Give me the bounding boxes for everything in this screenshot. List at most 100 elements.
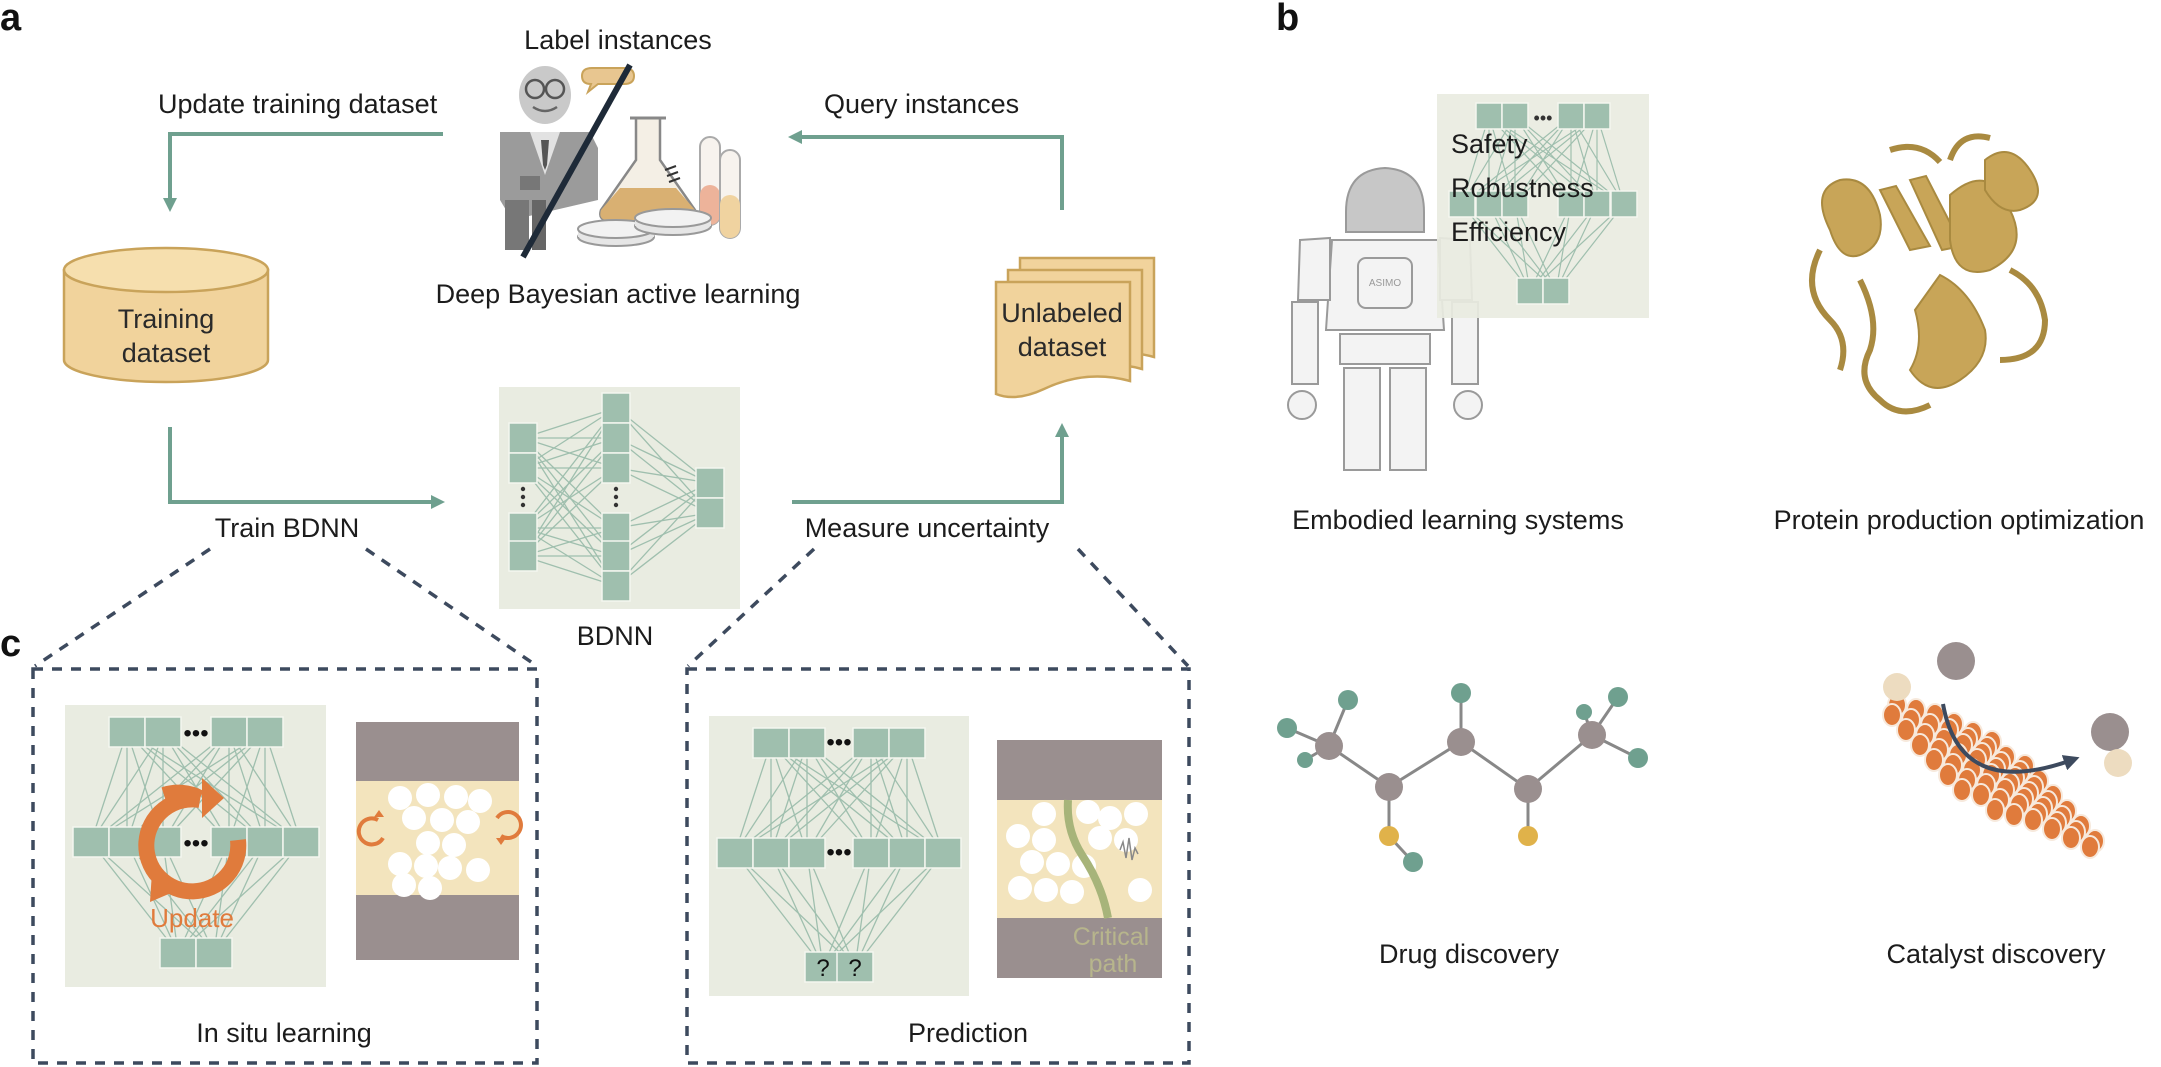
petri-dish-icon bbox=[577, 208, 712, 247]
insitu-node bbox=[282, 826, 320, 858]
bdnn-node bbox=[508, 540, 538, 572]
lattice-atom bbox=[1896, 718, 1916, 742]
train-bdnn-text: Train BDNN bbox=[215, 513, 360, 543]
lattice-atom bbox=[1924, 748, 1944, 772]
bdnn-label: BDNN bbox=[577, 621, 654, 651]
pred-node bbox=[852, 727, 890, 759]
zoom-lines bbox=[34, 547, 1190, 668]
measure-uncertainty-arrow bbox=[792, 423, 1069, 504]
emb-node bbox=[1557, 102, 1585, 130]
emb-node bbox=[1610, 190, 1638, 218]
bdnn-node bbox=[508, 512, 538, 544]
robot-icon: ASIMO bbox=[1287, 166, 1483, 471]
insitu-node bbox=[108, 716, 146, 748]
particle bbox=[1008, 876, 1032, 900]
update-training-dataset-text: Update training dataset bbox=[158, 89, 438, 119]
particle bbox=[1006, 824, 1030, 848]
insitu-node bbox=[195, 937, 233, 969]
bdnn-node bbox=[601, 452, 631, 484]
particle bbox=[402, 806, 426, 830]
train-bdnn-arrow bbox=[168, 427, 445, 509]
bdnn-node bbox=[508, 452, 538, 484]
robot-badge: ASIMO bbox=[1369, 278, 1401, 289]
ellipsis-top: ••• bbox=[183, 720, 208, 747]
particle bbox=[418, 876, 442, 900]
emb-node bbox=[1501, 190, 1529, 218]
update-cycle-icon bbox=[138, 778, 247, 902]
particle bbox=[456, 810, 480, 834]
query-instances-arrow bbox=[788, 130, 1064, 210]
particle bbox=[442, 833, 466, 857]
prediction-text: Prediction bbox=[908, 1018, 1028, 1048]
panel-c: ••• ••• Update In situ learning bbox=[31, 667, 1191, 1065]
bdnn-node bbox=[695, 467, 725, 499]
in-situ-material bbox=[356, 722, 523, 960]
insitu-node bbox=[159, 937, 197, 969]
particle bbox=[444, 785, 468, 809]
bdnn-node bbox=[601, 540, 631, 572]
particle bbox=[1020, 850, 1044, 874]
lattice-atom bbox=[1952, 778, 1972, 802]
bdnn-node bbox=[508, 422, 538, 454]
lattice-atom bbox=[1910, 733, 1930, 757]
emb-node bbox=[1583, 102, 1611, 130]
trait-efficiency: Efficiency bbox=[1451, 217, 1567, 247]
lattice-atom bbox=[1938, 763, 1958, 787]
lattice-atom bbox=[2004, 803, 2024, 827]
insitu-node bbox=[246, 826, 284, 858]
pred-node bbox=[752, 837, 790, 869]
bdnn-node bbox=[601, 512, 631, 544]
panel-label-b: b bbox=[1276, 0, 1299, 39]
prediction-network: ••• ••• ?? bbox=[709, 716, 969, 996]
output-question-2: ? bbox=[848, 955, 861, 982]
critical-path-line bbox=[1063, 799, 1112, 919]
training-dataset-line1: Training bbox=[118, 304, 215, 334]
pred-ellipsis-mid: ••• bbox=[826, 839, 851, 866]
particle bbox=[466, 858, 490, 882]
particle bbox=[416, 783, 440, 807]
pred-node bbox=[888, 837, 926, 869]
unlabeled-dataset-line1: Unlabeled bbox=[1001, 298, 1123, 328]
protein-ribbon-icon bbox=[1809, 133, 2049, 415]
catalyst-lattice-icon bbox=[1882, 642, 2132, 859]
emb-node bbox=[1583, 190, 1611, 218]
catalyst-discovery-text: Catalyst discovery bbox=[1886, 939, 2106, 969]
lattice-atom bbox=[1985, 798, 2005, 822]
particle bbox=[388, 786, 412, 810]
particle bbox=[1032, 802, 1056, 826]
test-tube-icon bbox=[699, 136, 741, 239]
lattice-atom bbox=[2042, 817, 2062, 841]
pred-node bbox=[788, 837, 826, 869]
scientist-icon bbox=[500, 66, 636, 250]
particle bbox=[392, 873, 416, 897]
in-situ-frame bbox=[31, 667, 539, 1065]
particle bbox=[1034, 878, 1058, 902]
update-training-arrow bbox=[163, 132, 443, 212]
prediction-material: Critical path bbox=[997, 740, 1162, 978]
prediction-frame bbox=[685, 667, 1191, 1065]
embodied-learning-text: Embodied learning systems bbox=[1292, 505, 1624, 535]
unlabeled-dataset-line2: dataset bbox=[1018, 332, 1107, 362]
particle bbox=[414, 854, 438, 878]
pred-node bbox=[888, 727, 926, 759]
bdnn-node bbox=[601, 392, 631, 424]
particle bbox=[1114, 828, 1138, 852]
output-question-1: ? bbox=[816, 955, 829, 982]
pred-node bbox=[716, 837, 754, 869]
pred-node bbox=[752, 727, 790, 759]
bdnn-nodes bbox=[508, 392, 725, 602]
emb-node bbox=[1542, 277, 1570, 305]
particle bbox=[1046, 852, 1070, 876]
lattice-atom bbox=[2061, 826, 2081, 850]
emb-node bbox=[1501, 102, 1529, 130]
in-situ-learning-text: In situ learning bbox=[196, 1018, 372, 1048]
bdnn-dots bbox=[520, 486, 619, 508]
pred-node bbox=[788, 727, 826, 759]
bdnn-connections bbox=[522, 407, 711, 587]
critical-path-line2: path bbox=[1089, 950, 1138, 978]
pred-ellipsis-top: ••• bbox=[826, 729, 851, 756]
bdnn-node bbox=[695, 497, 725, 529]
